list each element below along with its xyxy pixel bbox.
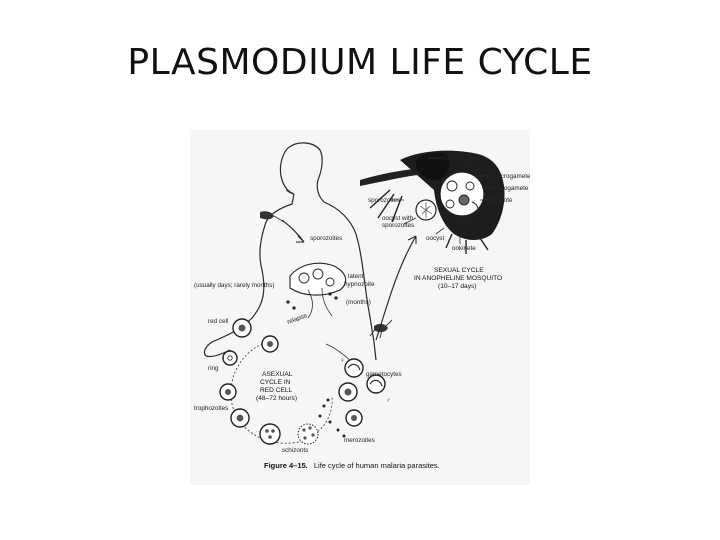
- label-gametocytes-bottom: gametocytes: [366, 371, 402, 378]
- label-microgamete: microgamete: [492, 185, 529, 192]
- label-oocyst-with: oocyst with: [382, 215, 414, 222]
- label-sexual-cycle-2: IN ANOPHELINE MOSQUITO: [414, 275, 502, 282]
- liver-stage: [286, 262, 347, 319]
- label-macrogamete: macrogamete: [492, 173, 530, 180]
- label-merozoites: merozoites: [344, 437, 375, 444]
- label-asexual-1: ASEXUAL: [262, 371, 293, 378]
- label-sporozoites-oocyst: sporozoites: [382, 222, 414, 229]
- small-mosquito-bite: [260, 211, 285, 223]
- label-asexual-2: CYCLE IN: [260, 379, 291, 386]
- label-sexual-cycle-1: SEXUAL CYCLE: [434, 267, 484, 274]
- mosquito-illustration: [360, 150, 505, 254]
- label-relapse: relapse: [286, 312, 308, 326]
- human-figure: [203, 142, 377, 361]
- label-ookinete: ookinete: [452, 245, 476, 252]
- flow-arrows: [281, 219, 417, 341]
- slide-title: PLASMODIUM LIFE CYCLE: [127, 42, 593, 83]
- label-trophozoites: trophozoites: [194, 405, 228, 412]
- label-asexual-4: (48–72 hours): [256, 395, 297, 402]
- caption-label: Figure 4–15.: [264, 461, 308, 470]
- diagram-labels: gametocytes macrogamete microgamete zygo…: [194, 155, 530, 454]
- svg-text:Figure 4–15. Life cycle: Figure 4–15. Life cycle of human malaria…: [264, 461, 440, 470]
- gametocyte-cells: [336, 358, 386, 438]
- figure-caption: Figure 4–15. Life cycle of human malaria…: [264, 461, 440, 470]
- label-female-symbol: ♀: [340, 357, 345, 364]
- label-sexual-cycle-3: (10–17 days): [438, 283, 477, 290]
- label-schizonts: schizonts: [282, 447, 308, 454]
- asexual-cycle: [219, 318, 357, 445]
- caption-text: Life cycle of human malaria parasites.: [314, 461, 440, 470]
- label-latent: latent: [348, 273, 364, 280]
- label-zygote: zygote: [494, 197, 513, 204]
- label-months: (months): [346, 299, 371, 306]
- life-cycle-diagram: gametocytes macrogamete microgamete zygo…: [194, 142, 530, 470]
- label-asexual-3: RED CELL: [260, 387, 293, 394]
- label-oocyst: oocyst: [426, 235, 444, 242]
- label-male-symbol: ♂: [386, 397, 391, 404]
- label-sporozoites-body: sporozoites: [310, 235, 342, 242]
- label-sporozoites-top: sporozoites: [368, 197, 400, 204]
- label-usually-days: (usually days; rarely months): [194, 282, 275, 289]
- small-mosquito: [369, 319, 393, 339]
- label-red-cell: red cell: [208, 318, 228, 325]
- label-ring: ring: [208, 365, 219, 372]
- label-hypnozoite: hypnozoite: [344, 281, 375, 288]
- label-gametocytes-top: gametocytes: [442, 155, 478, 162]
